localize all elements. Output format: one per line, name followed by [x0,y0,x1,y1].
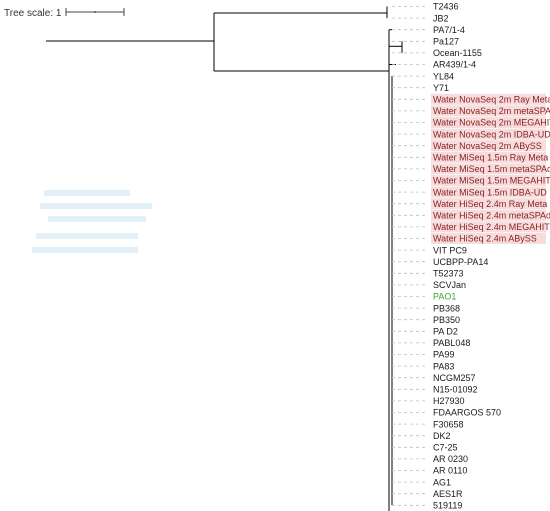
tree-scale-label: Tree scale: 1 [4,8,62,19]
leaf-label: PB368 [433,303,460,313]
leaf-label: UCBPP-PA14 [433,257,488,267]
leaf-label: T2436 [433,2,459,12]
leaf-label: T52373 [433,269,464,279]
leaf-label: N15-01092 [433,385,478,395]
leaf-label: Water HiSeq 2.4m MEGAHIT [433,222,550,232]
leaf-label: YL84 [433,71,454,81]
leaf-label: 519119 [433,501,462,511]
leaf-highlight-box [431,209,546,221]
leaf-label: Water NovaSeq 2m IDBA-UD [433,129,550,139]
leaf-label: Y71 [433,83,449,93]
leaf-highlight-box [431,93,546,105]
leaf-label: JB2 [433,13,449,23]
leaf-label: PA7/1-4 [433,25,465,35]
leaf-label: Water NovaSeq 2m ABySS [433,141,542,151]
leaf-label: Ocean-1155 [433,48,482,58]
leaf-label: SCVJan [433,280,466,290]
leaf-label: DK2 [433,431,451,441]
leaf-label: H27930 [433,396,465,406]
leaf-label: FDAARGOS 570 [433,408,501,418]
leaf-label: PA D2 [433,327,458,337]
leaf-label: VIT PC9 [433,245,467,255]
leaf-highlight-box [431,128,546,140]
leaf-highlight-box [431,163,546,175]
leaf-highlight-box [431,186,546,198]
leaf-highlight-box [431,198,546,210]
leaf-highlight-box [431,105,546,117]
leaf-highlight-box [431,233,546,244]
leaf-label: PA99 [433,350,454,360]
leaf-highlight-box [431,151,546,163]
leaf-label: Water HiSeq 2.4m metaSPAdes [433,211,550,221]
leaf-label: AR 0230 [433,454,468,464]
leaf-highlight-box [431,175,546,186]
leaf-label: AR 0110 [433,466,467,476]
leaf-label: Water MiSeq 1.5m Ray Meta [433,153,548,163]
leaf-label: Water NovaSeq 2m MEGAHIT [433,118,550,128]
leaf-label: Water NovaSeq 2m Ray Meta [433,95,550,105]
leaf-label: Pa127 [433,37,459,47]
leaf-label: PAO1 [433,292,456,302]
leaf-label: Water HiSeq 2.4m Ray Meta [433,199,547,209]
leaf-highlight-box [431,140,546,152]
leaf-label: Water MiSeq 1.5m MEGAHIT [433,176,550,186]
leaf-label: AES1R [433,489,463,499]
leaf-label: AR439/1-4 [433,60,476,70]
leaf-highlight-box [431,117,546,128]
leaf-label: PABL048 [433,338,470,348]
leaf-label: Water HiSeq 2.4m ABySS [433,234,537,244]
leaf-label: F30658 [433,419,464,429]
leaf-label: AG1 [433,477,451,487]
leaf-label: C7-25 [433,443,458,453]
faded-text-artifact [32,190,152,253]
leaf-label: PB350 [433,315,460,325]
leaf-label: Water MiSeq 1.5m IDBA-UD [433,187,547,197]
leaf-labels: T2436JB2PA7/1-4Pa127Ocean-1155AR439/1-4Y… [433,2,550,511]
leaf-highlight-box [431,221,546,233]
leaf-label: PA83 [433,361,454,371]
leaf-label: Water MiSeq 1.5m metaSPAdes [433,164,550,174]
leaf-guide-lines [392,6,428,506]
tree-branches [46,6,403,511]
highlight-boxes [431,93,546,244]
leaf-label: Water NovaSeq 2m metaSPAdes [433,106,550,116]
leaf-label: NCGM257 [433,373,476,383]
